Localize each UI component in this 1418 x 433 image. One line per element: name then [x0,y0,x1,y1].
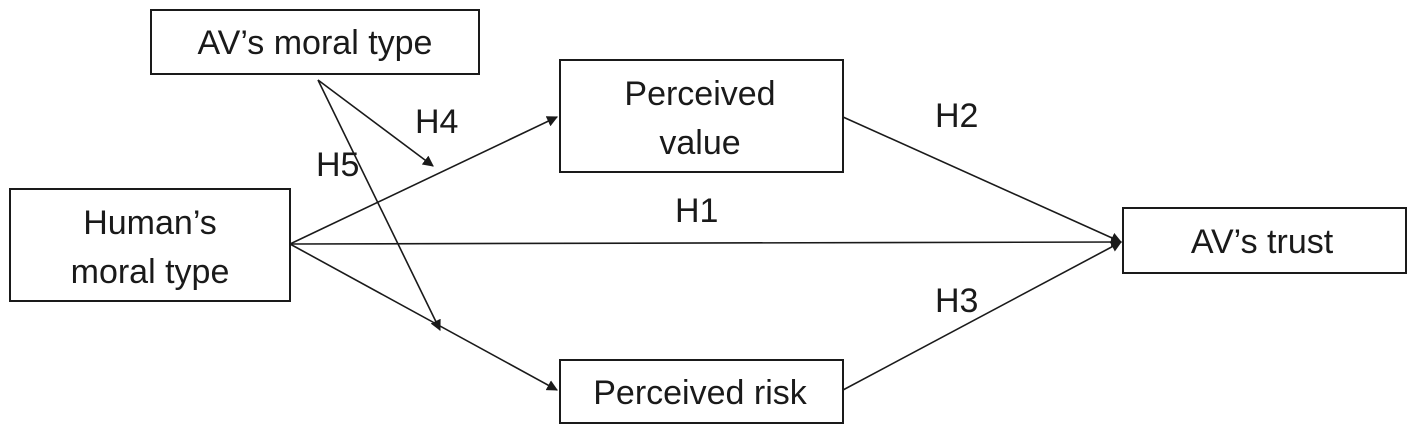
hypothesis-label-h5: H5 [316,146,359,184]
node-perceived-value: Perceived value [559,59,844,173]
node-perceived-value-line1: Perceived [624,75,775,113]
path-human-to-risk-arrow [289,243,558,391]
node-perceived-value-line2: value [659,124,740,162]
path-human-to-value-arrow [289,116,558,245]
hypothesis-label-h1: H1 [675,192,718,230]
path-h5-arrow [317,79,441,331]
node-av-moral-type-label: AV’s moral type [198,24,433,62]
node-human-moral-type: Human’s moral type [9,188,291,302]
node-human-moral-type-box [9,188,291,302]
hypothesis-label-h2: H2 [935,97,978,135]
node-av-trust-box [1122,207,1407,274]
node-perceived-value-box [559,59,844,173]
node-av-moral-type: AV’s moral type [150,9,480,75]
path-h3-arrow [842,241,1122,391]
node-av-trust: AV’s trust [1122,207,1407,274]
node-perceived-risk-box [559,359,844,424]
hypothesis-label-h3: H3 [935,282,978,320]
path-h4-arrow [317,79,434,167]
node-perceived-risk-label: Perceived risk [593,374,808,412]
node-av-trust-label: AV’s trust [1191,223,1334,261]
hypothesis-label-h4: H4 [415,103,458,141]
node-human-moral-type-line2: moral type [71,253,230,291]
path-h2-arrow [842,116,1123,243]
node-human-moral-type-line1: Human’s [83,204,217,242]
path-h1-arrow [289,236,1123,248]
node-av-moral-type-box [150,9,480,75]
node-perceived-risk: Perceived risk [559,359,844,424]
